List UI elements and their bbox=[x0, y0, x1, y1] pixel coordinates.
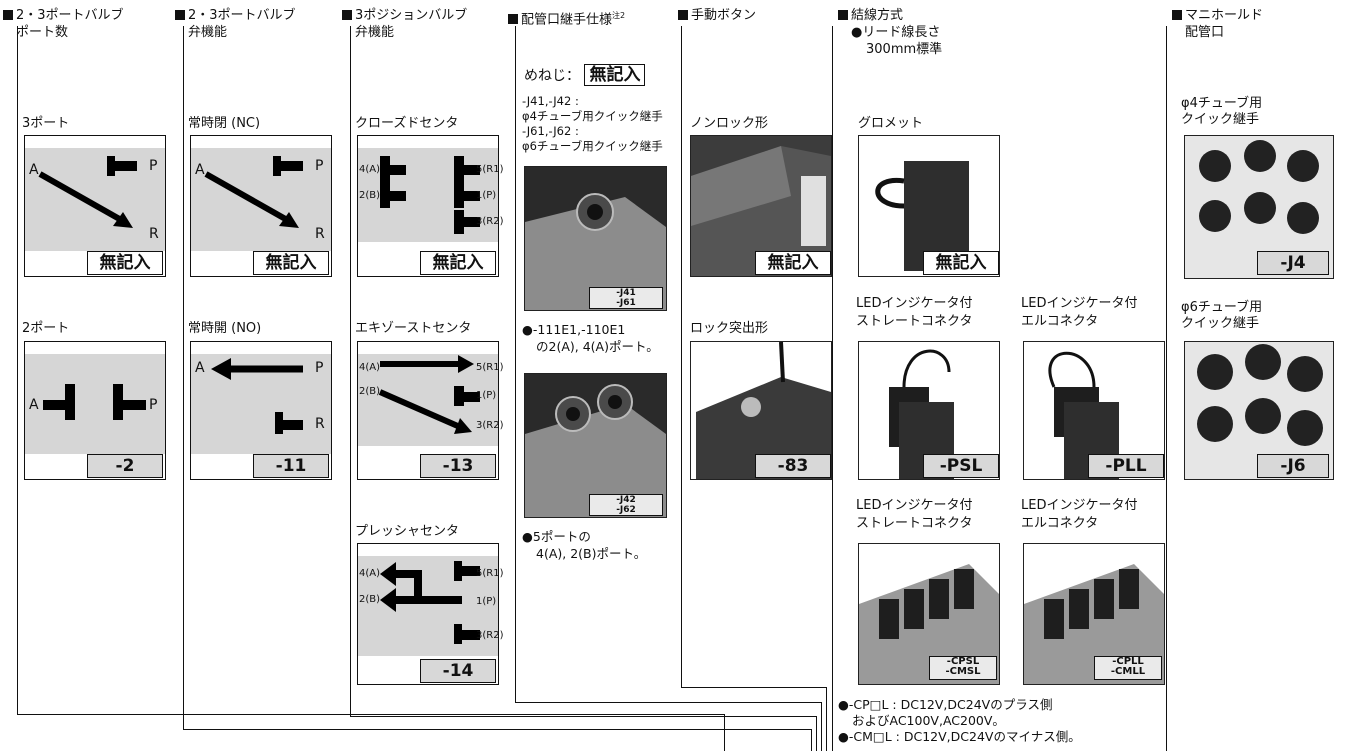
square-bullet-icon bbox=[1172, 10, 1182, 20]
connector-line bbox=[681, 687, 826, 688]
photo-cpll: -CPLL -CMLL bbox=[1023, 543, 1165, 685]
connector-line bbox=[350, 26, 351, 716]
label-non-lock: ノンロック形 bbox=[690, 116, 769, 131]
square-bullet-icon bbox=[508, 14, 518, 25]
header-wiring: 結線方式 ●リード線長さ 300mm標準 bbox=[838, 7, 942, 58]
code-badge: -PLL bbox=[1088, 454, 1164, 478]
connector-line bbox=[183, 26, 184, 729]
fitting-desc: -J41,-J42 : φ4チューブ用クイック継手 -J61,-J62 : φ6… bbox=[522, 94, 663, 153]
fitting-note1: ●-111E1,-110E1 の2(A), 4(A)ポート。 bbox=[522, 322, 659, 354]
connector-line bbox=[515, 26, 516, 702]
code-badge: -14 bbox=[420, 659, 496, 683]
flow-arrow-icon bbox=[38, 156, 137, 228]
square-bullet-icon bbox=[3, 10, 13, 20]
connector-line bbox=[832, 26, 833, 751]
photo-grommet: 無記入 bbox=[858, 135, 1000, 277]
connector-line bbox=[821, 702, 822, 751]
code-tag: -CPSL -CMSL bbox=[929, 656, 997, 680]
code-badge: 無記入 bbox=[253, 251, 329, 275]
fitting-photo-j41: -J41 -J61 bbox=[524, 166, 667, 311]
symbol-nc: A P R 無記入 bbox=[190, 135, 332, 277]
flow-arrow-icon bbox=[380, 561, 480, 644]
photo-j4: -J4 bbox=[1184, 135, 1334, 279]
header-fitting: 配管口継手仕様注2 bbox=[508, 7, 625, 28]
manifold-solenoids-icon bbox=[859, 544, 999, 684]
square-bullet-icon bbox=[678, 10, 688, 20]
symbol-exhaust-center: 4(A) 2(B) 5(R1) 1(P) 3(R2) -13 bbox=[357, 341, 503, 480]
square-bullet-icon bbox=[175, 10, 185, 20]
label-closed-center: クローズドセンタ bbox=[355, 116, 459, 131]
label-cpll: LEDインジケータ付 エルコネクタ bbox=[1021, 498, 1138, 531]
flow-arrow-icon bbox=[204, 156, 303, 228]
label-psl: LEDインジケータ付 ストレートコネクタ bbox=[856, 296, 973, 329]
label-nc: 常時閉 (NC) bbox=[188, 116, 261, 131]
fitting-photo-j42: -J42 -J62 bbox=[524, 373, 667, 518]
label-2port: 2ポート bbox=[22, 321, 70, 336]
connector-line bbox=[826, 687, 827, 751]
code-badge: -83 bbox=[755, 454, 831, 478]
square-bullet-icon bbox=[342, 10, 352, 20]
code-badge: -2 bbox=[87, 454, 163, 478]
code-tag: -J42 -J62 bbox=[589, 494, 663, 516]
connector-line bbox=[1166, 26, 1167, 751]
symbol-pressure-center: 4(A) 2(B) 5(R1) 1(P) 3(R2) -14 bbox=[357, 543, 503, 685]
connector-line bbox=[724, 714, 725, 751]
photo-cpsl: -CPSL -CMSL bbox=[858, 543, 1000, 685]
code-badge: -11 bbox=[253, 454, 329, 478]
label-pll: LEDインジケータ付 エルコネクタ bbox=[1021, 296, 1138, 329]
photo-pll: -PLL bbox=[1023, 341, 1165, 480]
square-bullet-icon bbox=[838, 10, 848, 20]
flow-arrow-icon bbox=[211, 358, 303, 434]
code-badge: -PSL bbox=[923, 454, 999, 478]
code-badge: -J4 bbox=[1257, 251, 1329, 275]
symbol-3port: A P R 無記入 bbox=[24, 135, 166, 277]
header-manifold: マニホールド 配管口 bbox=[1172, 7, 1263, 41]
label-grommet: グロメット bbox=[858, 116, 924, 131]
code-badge: 無記入 bbox=[584, 64, 646, 86]
wiring-notes: ●-CP□L : DC12V,DC24Vのプラス側 およびAC100V,AC20… bbox=[838, 697, 1081, 744]
label-cpsl: LEDインジケータ付 ストレートコネクタ bbox=[856, 498, 973, 531]
symbol-2port: A P -2 bbox=[24, 341, 166, 480]
connector-line bbox=[816, 716, 817, 751]
connector-line bbox=[350, 716, 816, 717]
photo-psl: -PSL bbox=[858, 341, 1000, 480]
code-tag: -CPLL -CMLL bbox=[1094, 656, 1162, 680]
connector-line bbox=[681, 26, 682, 687]
label-no: 常時開 (NO) bbox=[188, 321, 262, 336]
label-lock-protrude: ロック突出形 bbox=[690, 321, 769, 336]
label-pressure-center: プレッシャセンタ bbox=[355, 524, 460, 539]
header-valve-function: 2・3ポートバルブ 弁機能 bbox=[175, 7, 296, 41]
label-3port: 3ポート bbox=[22, 116, 70, 131]
connector-line bbox=[183, 729, 811, 730]
female-thread-label: めねじ： 無記入 bbox=[524, 60, 646, 86]
connector-line bbox=[17, 714, 724, 715]
code-badge: 無記入 bbox=[923, 251, 999, 275]
closed-center-icon bbox=[380, 156, 480, 234]
flow-arrow-icon bbox=[378, 355, 480, 434]
code-badge: 無記入 bbox=[87, 251, 163, 275]
code-badge: -13 bbox=[420, 454, 496, 478]
blocked-port-icon bbox=[43, 384, 146, 420]
valve-body-icon bbox=[525, 167, 666, 310]
code-badge: 無記入 bbox=[420, 251, 496, 275]
label-j6: φ6チューブ用 クイック継手 bbox=[1181, 300, 1263, 331]
photo-non-lock: 無記入 bbox=[690, 135, 832, 277]
symbol-closed-center: 4(A) 2(B) 5(R1) 1(P) 3(R2) 無記入 bbox=[357, 135, 503, 277]
label-exhaust-center: エキゾーストセンタ bbox=[355, 321, 472, 336]
fitting-note2: ●5ポートの 4(A), 2(B)ポート。 bbox=[522, 529, 647, 561]
valve-body-icon bbox=[525, 374, 666, 517]
code-tag: -J41 -J61 bbox=[589, 287, 663, 309]
code-badge: 無記入 bbox=[755, 251, 831, 275]
code-badge: -J6 bbox=[1257, 454, 1329, 478]
header-port-count: 2・3ポートバルブ ポート数 bbox=[3, 7, 124, 41]
photo-j6: -J6 bbox=[1184, 341, 1334, 480]
header-manual-button: 手動ボタン bbox=[678, 7, 756, 24]
connector-line bbox=[515, 702, 821, 703]
connector-line bbox=[811, 729, 812, 751]
header-three-position: 3ポジションバルブ 弁機能 bbox=[342, 7, 467, 41]
label-j4: φ4チューブ用 クイック継手 bbox=[1181, 96, 1263, 127]
connector-line bbox=[17, 26, 18, 715]
symbol-no: A P R -11 bbox=[190, 341, 332, 480]
photo-lock-protrude: -83 bbox=[690, 341, 832, 480]
